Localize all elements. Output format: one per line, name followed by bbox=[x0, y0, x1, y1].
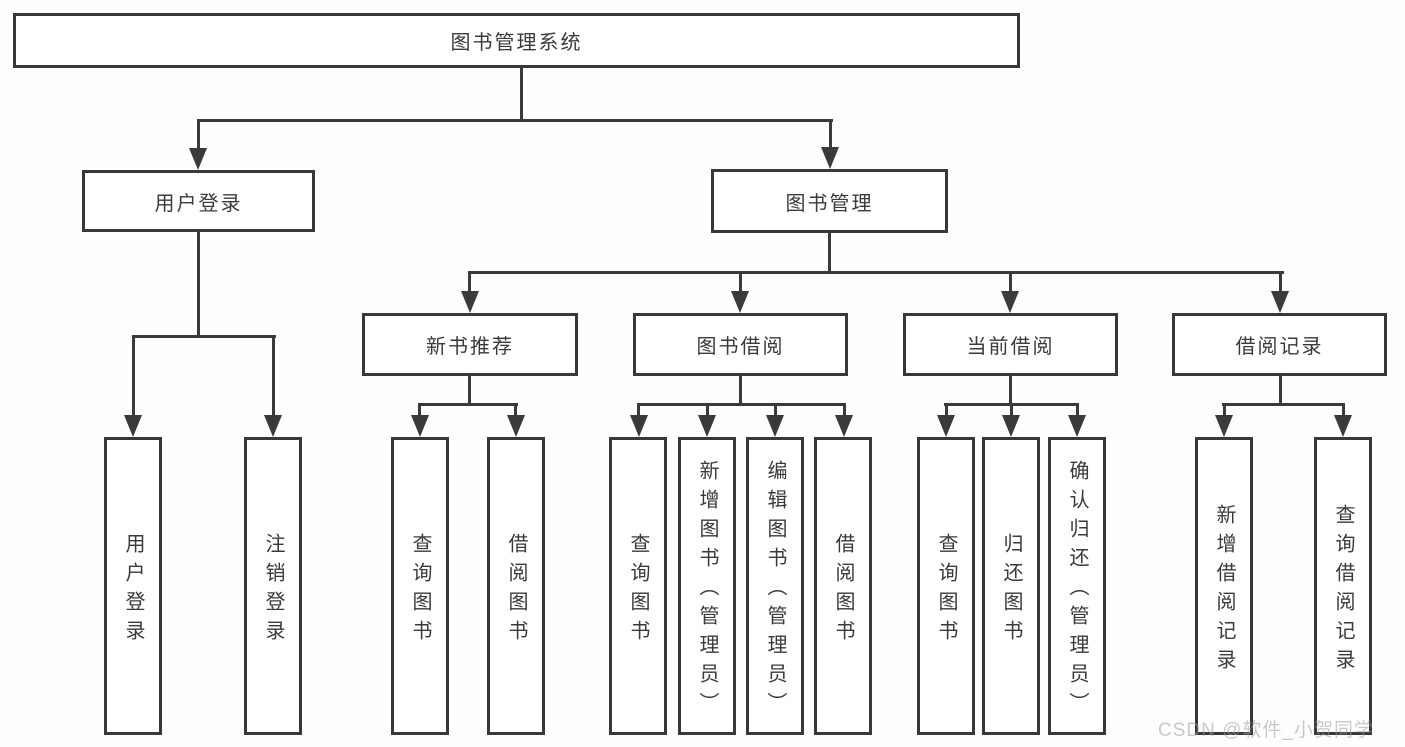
connector-drop-new-rec bbox=[468, 271, 471, 297]
arrowhead-records-add bbox=[1215, 415, 1233, 437]
connector-drop-current-confirm bbox=[1076, 403, 1079, 419]
connector-drop-newrec-query bbox=[418, 403, 421, 419]
arrowhead-borrow-add bbox=[698, 415, 716, 437]
connector-drop-login-leaf bbox=[132, 335, 135, 419]
arrowhead-borrow-borrow bbox=[835, 415, 853, 437]
connector-drop-logout-leaf bbox=[272, 335, 275, 419]
connector-bookmgmt-stub bbox=[828, 232, 831, 274]
connector-root-stub bbox=[520, 68, 523, 122]
connector-drop-borrow-edit bbox=[774, 403, 777, 419]
connector-root-rail bbox=[197, 119, 833, 122]
leaf-logout-label: 注销登录 bbox=[262, 532, 284, 649]
connector-records-stub bbox=[1279, 375, 1282, 406]
leaf-records-query-record: 查询借阅记录 bbox=[1314, 437, 1372, 735]
connector-userlogin-rail bbox=[132, 335, 276, 338]
leaf-current-return-books: 归还图书 bbox=[982, 437, 1040, 735]
node-book-mgmt: 图书管理 bbox=[711, 169, 948, 233]
node-borrow-records: 借阅记录 bbox=[1172, 313, 1387, 376]
node-new-book-rec-label: 新书推荐 bbox=[426, 336, 514, 358]
arrowhead-current-return bbox=[1002, 415, 1020, 437]
connector-drop-records bbox=[1279, 271, 1282, 297]
connector-newrec-rail bbox=[418, 403, 518, 406]
leaf-records-query-record-label: 查询借阅记录 bbox=[1332, 503, 1354, 678]
leaf-current-query-books-label: 查询图书 bbox=[935, 532, 957, 649]
arrowhead-book-mgmt bbox=[821, 147, 839, 169]
arrowhead-records-query bbox=[1334, 415, 1352, 437]
connector-drop-newrec-borrow bbox=[514, 403, 517, 419]
arrowhead-borrow-edit bbox=[766, 415, 784, 437]
leaf-borrow-borrow-books: 借阅图书 bbox=[814, 437, 872, 735]
connector-drop-user-login bbox=[197, 119, 200, 151]
leaf-newrec-borrow-books: 借阅图书 bbox=[487, 437, 545, 735]
leaf-logout: 注销登录 bbox=[244, 437, 302, 735]
node-user-login: 用户登录 bbox=[82, 170, 315, 232]
leaf-newrec-borrow-books-label: 借阅图书 bbox=[505, 532, 527, 649]
connector-drop-borrow-query bbox=[637, 403, 640, 419]
leaf-user-login-label: 用户登录 bbox=[122, 532, 144, 649]
connector-drop-current bbox=[1009, 271, 1012, 297]
leaf-current-confirm-return-admin-label: 确认归还（管理员） bbox=[1066, 460, 1088, 721]
arrowhead-logout-leaf bbox=[264, 415, 282, 437]
arrowhead-borrow-query bbox=[630, 415, 648, 437]
connector-userlogin-stub bbox=[197, 231, 200, 338]
leaf-borrow-edit-books-admin: 编辑图书（管理员） bbox=[746, 437, 804, 735]
leaf-records-add-record-label: 新增借阅记录 bbox=[1213, 503, 1235, 678]
connector-drop-borrow-borrow bbox=[843, 403, 846, 419]
leaf-current-query-books: 查询图书 bbox=[917, 437, 975, 735]
leaf-borrow-query-books: 查询图书 bbox=[609, 437, 667, 735]
leaf-newrec-query-books-label: 查询图书 bbox=[409, 532, 431, 649]
arrowhead-current-query bbox=[937, 415, 955, 437]
leaf-records-add-record: 新增借阅记录 bbox=[1195, 437, 1253, 735]
arrowhead-user-login bbox=[189, 148, 207, 170]
node-book-mgmt-label: 图书管理 bbox=[785, 192, 874, 215]
connector-drop-current-query bbox=[945, 403, 948, 419]
leaf-current-confirm-return-admin: 确认归还（管理员） bbox=[1048, 437, 1106, 735]
connector-bookmgmt-rail bbox=[468, 271, 1284, 274]
node-root-label: 图书管理系统 bbox=[450, 32, 583, 54]
connector-borrow-rail bbox=[637, 403, 845, 406]
leaf-borrow-edit-books-admin-label: 编辑图书（管理员） bbox=[764, 460, 786, 721]
arrowhead-current-confirm bbox=[1068, 415, 1086, 437]
connector-records-rail bbox=[1222, 403, 1345, 406]
connector-borrow-stub bbox=[739, 375, 742, 406]
arrowhead-borrow bbox=[731, 291, 749, 313]
arrowhead-current bbox=[1001, 291, 1019, 313]
node-root: 图书管理系统 bbox=[13, 13, 1020, 68]
connector-newrec-stub bbox=[468, 375, 471, 406]
connector-current-stub bbox=[1009, 375, 1012, 406]
connector-drop-book-mgmt bbox=[829, 119, 832, 151]
arrowhead-newrec-borrow bbox=[507, 415, 525, 437]
connector-drop-borrow bbox=[739, 271, 742, 297]
connector-drop-records-query bbox=[1342, 403, 1345, 419]
arrowhead-records bbox=[1271, 291, 1289, 313]
arrowhead-login-leaf bbox=[124, 415, 142, 437]
node-book-borrow-label: 图书借阅 bbox=[696, 336, 785, 358]
arrowhead-new-rec bbox=[461, 291, 479, 313]
node-user-login-label: 用户登录 bbox=[154, 192, 243, 215]
connector-drop-current-return bbox=[1010, 403, 1013, 419]
leaf-newrec-query-books: 查询图书 bbox=[391, 437, 449, 735]
leaf-borrow-query-books-label: 查询图书 bbox=[627, 532, 649, 649]
connector-drop-borrow-add bbox=[706, 403, 709, 419]
leaf-borrow-add-books-admin: 新增图书（管理员） bbox=[678, 437, 736, 735]
node-new-book-rec: 新书推荐 bbox=[362, 313, 578, 376]
node-book-borrow: 图书借阅 bbox=[633, 313, 848, 376]
leaf-borrow-add-books-admin-label: 新增图书（管理员） bbox=[696, 460, 718, 721]
node-current-borrow: 当前借阅 bbox=[903, 313, 1118, 376]
csdn-watermark: CSDN @软件_小贺同学 bbox=[1158, 720, 1374, 741]
leaf-current-return-books-label: 归还图书 bbox=[1000, 532, 1022, 649]
leaf-borrow-borrow-books-label: 借阅图书 bbox=[832, 532, 854, 649]
arrowhead-newrec-query bbox=[411, 415, 429, 437]
node-current-borrow-label: 当前借阅 bbox=[966, 336, 1055, 358]
leaf-user-login: 用户登录 bbox=[104, 437, 162, 735]
connector-drop-records-add bbox=[1223, 403, 1226, 419]
node-borrow-records-label: 借阅记录 bbox=[1235, 336, 1324, 358]
